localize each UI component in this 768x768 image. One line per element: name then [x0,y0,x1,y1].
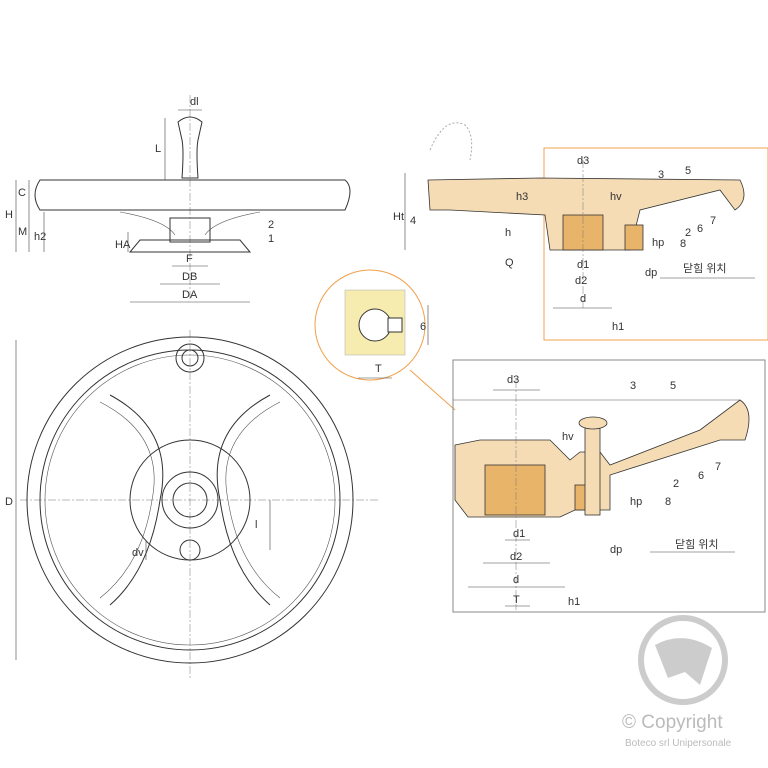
label-T: T [375,363,382,375]
label-Ht: Ht [393,211,404,223]
label-h2: h2 [34,231,46,243]
label-L: L [155,143,161,155]
company-text: Boteco srl Unipersonale [625,738,732,749]
label-part-2-detail: 2 [673,478,679,490]
label-d1: d1 [577,259,589,271]
label-hv-detail: hv [562,431,574,443]
label-part-7: 7 [710,215,716,227]
label-h: h [505,227,511,239]
label-DB: DB [182,271,197,283]
label-part-8: 8 [680,238,686,250]
label-part-6-detail: 6 [698,470,704,482]
label-dp-detail: dp [610,544,622,556]
label-closed-position: 닫힘 위치 [683,262,727,275]
label-part-5-detail: 5 [670,380,676,392]
label-d1-detail: d1 [513,528,525,540]
label-part-4: 4 [410,215,416,227]
label-part-1: 1 [268,233,274,245]
label-dl: dl [190,96,199,108]
label-dv: dv [132,547,144,559]
label-Q: Q [505,257,514,269]
label-C: C [18,187,26,199]
label-H: H [5,209,13,221]
keyway-detail-circle: 6 T [314,269,456,411]
label-part-7-detail: 7 [715,461,721,473]
label-six: 6 [420,321,426,333]
label-h1-detail: h1 [568,596,580,608]
label-DA: DA [182,289,198,301]
label-part-6: 6 [697,223,703,235]
label-part-2b: 2 [685,227,691,239]
label-h3: h3 [516,191,528,203]
section-view-detail: d3 3 5 hv 7 6 2 hp 8 d1 d2 d T h1 dp 닫힘 … [452,359,766,613]
label-D: D [5,496,13,508]
section-view-top: d3 3 5 hv 7 6 2 hp 8 Ht h3 4 h Q d1 d2 d… [393,122,768,341]
label-hp-detail: hp [630,496,642,508]
label-F: F [186,253,193,265]
copyright-watermark: © Copyright Boteco srl Unipersonale [622,615,732,749]
label-part-3: 3 [658,169,664,181]
label-h1: h1 [612,321,624,333]
side-view: dl L H C M h2 HA F DB DA 2 1 [5,95,351,303]
label-part-2: 2 [268,219,274,231]
label-d: d [580,293,586,305]
label-hp: hp [652,237,664,249]
label-part-5: 5 [685,165,691,177]
copyright-text: © Copyright [622,712,723,733]
label-d3: d3 [577,155,589,167]
label-l: l [255,519,257,531]
front-view: D l dv [5,330,380,680]
label-part-8-detail: 8 [665,496,671,508]
label-hv: hv [610,191,622,203]
label-closed-position-detail: 닫힘 위치 [675,538,719,551]
label-d2: d2 [575,275,587,287]
label-T-detail: T [513,594,520,606]
label-M: M [18,226,27,238]
label-d3-detail: d3 [507,374,519,386]
label-HA: HA [115,239,131,251]
label-d-detail: d [513,574,519,586]
label-dp: dp [645,267,657,279]
label-d2-detail: d2 [510,551,522,563]
label-part-3-detail: 3 [630,380,636,392]
